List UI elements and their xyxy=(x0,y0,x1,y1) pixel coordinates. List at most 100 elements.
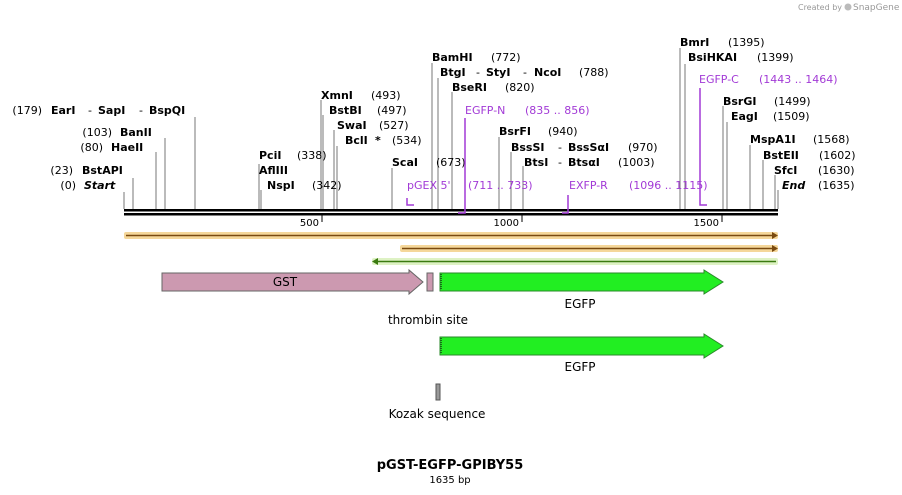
enzyme-pos: (820) xyxy=(505,81,535,94)
enzyme-pos: (103) xyxy=(82,126,112,139)
cut-site-lines xyxy=(123,48,779,209)
enzyme-ncoi: NcoI xyxy=(534,66,561,79)
egfp-label-2: EGFP xyxy=(564,360,595,374)
enzyme-bsihkai: BsiHKAI xyxy=(688,51,737,64)
enzyme-mspa1i: MspA1I xyxy=(750,133,796,146)
enzyme-pos: (534) xyxy=(392,134,422,147)
created-by-text: Created by xyxy=(798,3,842,12)
enzyme-pos: (940) xyxy=(548,125,578,138)
enzyme-pos: (80) xyxy=(80,141,103,154)
enzyme-pos: (1399) xyxy=(757,51,794,64)
primer-range: (835 .. 856) xyxy=(525,104,590,117)
enzyme-beseri: BseRI xyxy=(452,81,487,94)
ruler-label-500: 500 xyxy=(300,218,319,229)
enzyme-pos: (1509) xyxy=(773,110,810,123)
enzyme-btgi: BtgI xyxy=(440,66,466,79)
svg-text:-: - xyxy=(558,156,562,169)
enzyme-sfci: SfcI xyxy=(774,164,797,177)
enzyme-pos: (788) xyxy=(579,66,609,79)
orf-forward-short xyxy=(400,245,778,252)
enzyme-swai: SwaI xyxy=(337,119,367,132)
egfp-label: EGFP xyxy=(564,297,595,311)
enzyme-pos: (493) xyxy=(371,89,401,102)
svg-text:-: - xyxy=(558,141,562,154)
enzyme-scai: ScaI xyxy=(392,156,418,169)
enzyme-pos: (23) xyxy=(50,164,73,177)
thrombin-label: thrombin site xyxy=(388,313,468,327)
enzyme-pos: (527) xyxy=(379,119,409,132)
snapgene-logo-icon xyxy=(844,3,852,11)
enzyme-pos: (1568) xyxy=(813,133,850,146)
thrombin-site-feature xyxy=(426,272,434,292)
enzyme-bcli-star: * xyxy=(375,134,381,147)
enzyme-eari: EarI xyxy=(51,104,75,117)
orf-reverse xyxy=(372,258,778,265)
enzyme-bsteii: BstEII xyxy=(763,149,799,162)
snapgene-brand: SnapGene xyxy=(853,3,900,13)
enzyme-pos: (970) xyxy=(628,141,658,154)
enzyme-eagi: EagI xyxy=(731,110,758,123)
backbone-bottom-strand xyxy=(124,213,778,216)
enzyme-start: Start xyxy=(84,179,116,192)
egfp-feature-arrow-2 xyxy=(439,333,724,359)
gst-label: GST xyxy=(273,275,298,289)
enzyme-pos: (1635) xyxy=(818,179,855,192)
enzyme-bspqi: BspQI xyxy=(149,104,185,117)
enzyme-bsssai: BssSαI xyxy=(568,141,609,154)
enzyme-pos: (342) xyxy=(312,179,342,192)
kozak-feature xyxy=(435,383,441,401)
enzyme-bsssi: BssSI xyxy=(511,141,545,154)
enzyme-haeii: HaeII xyxy=(111,141,143,154)
primer-exfp-r: EXFP-R xyxy=(569,179,608,192)
enzyme-pos: (772) xyxy=(491,51,521,64)
primer-range: (1443 .. 1464) xyxy=(759,73,838,86)
primer-pgex5: pGEX 5' xyxy=(407,179,451,192)
enzyme-pcii: PciI xyxy=(259,149,281,162)
enzyme-pos: (179) xyxy=(12,104,42,117)
enzyme-bcli: BclI xyxy=(345,134,368,147)
enzyme-btsai: BtsαI xyxy=(568,156,600,169)
enzyme-pos: (1602) xyxy=(819,149,856,162)
enzyme-pos: (338) xyxy=(297,149,327,162)
primer-range: (1096 .. 1115) xyxy=(629,179,708,192)
enzyme-pos: (1395) xyxy=(728,36,765,49)
enzyme-bstbi: BstBI xyxy=(329,104,362,117)
enzyme-pos: (1630) xyxy=(818,164,855,177)
svg-text:-: - xyxy=(88,104,92,117)
enzyme-nspi: NspI xyxy=(267,179,295,192)
enzyme-pos: (1003) xyxy=(618,156,655,169)
enzyme-bstapi: BstAPI xyxy=(82,164,123,177)
svg-text:-: - xyxy=(139,104,143,117)
egfp-feature-arrow xyxy=(439,269,724,295)
ruler-label-1000: 1000 xyxy=(494,218,519,229)
svg-text:-: - xyxy=(523,66,527,79)
enzyme-pos: (0) xyxy=(60,179,76,192)
plasmid-length: 1635 bp xyxy=(429,475,470,486)
enzyme-btsi: BtsI xyxy=(524,156,548,169)
primer-markers xyxy=(406,88,707,214)
backbone-top-strand xyxy=(124,209,778,212)
primer-egfp-n: EGFP-N xyxy=(465,104,505,117)
enzyme-styi: StyI xyxy=(486,66,510,79)
enzyme-xmni: XmnI xyxy=(321,89,353,102)
enzyme-pos: (497) xyxy=(377,104,407,117)
enzyme-end: End xyxy=(782,179,805,192)
enzyme-bsrfi: BsrFI xyxy=(499,125,531,138)
gst-feature-arrow xyxy=(161,268,424,296)
enzyme-bmri: BmrI xyxy=(680,36,709,49)
plasmid-title: pGST-EGFP-GPIBY55 xyxy=(377,458,524,473)
orf-forward-long xyxy=(124,232,778,239)
primer-range: (711 .. 733) xyxy=(468,179,533,192)
kozak-label: Kozak sequence xyxy=(389,407,486,421)
enzyme-pos: (1499) xyxy=(774,95,811,108)
enzyme-sapi: SapI xyxy=(98,104,125,117)
ruler-label-1500: 1500 xyxy=(694,218,719,229)
enzyme-banii: BanII xyxy=(120,126,152,139)
enzyme-afliii: AflIII xyxy=(259,164,288,177)
svg-text:-: - xyxy=(476,66,480,79)
enzyme-bsrgi: BsrGI xyxy=(723,95,756,108)
primer-egfp-c: EGFP-C xyxy=(699,73,739,86)
enzyme-bamhi: BamHI xyxy=(432,51,473,64)
enzyme-pos: (673) xyxy=(436,156,466,169)
